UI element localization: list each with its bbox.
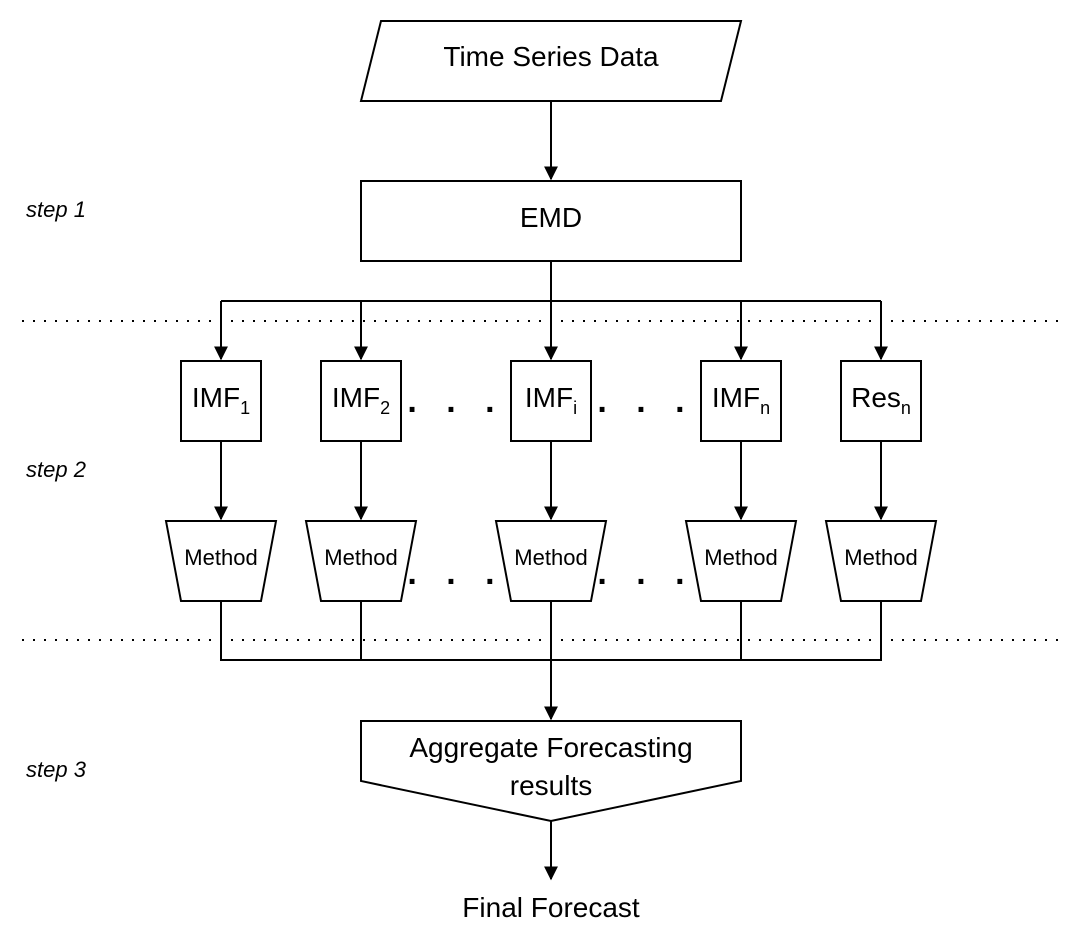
component-box — [510, 360, 592, 442]
component-node-imf-n: IMFn — [700, 360, 782, 442]
aggregate-label-line-1: Aggregate Forecasting — [409, 732, 692, 763]
component-node-imf-2: IMF2 — [320, 360, 402, 442]
step-3-label: step 3 — [26, 757, 87, 782]
method-label: Method — [704, 545, 777, 570]
method-trapezoid — [824, 520, 938, 602]
method-node-n: Method — [684, 520, 798, 602]
method-trapezoid — [164, 520, 278, 602]
ellipsis-components-right: . . . — [597, 382, 694, 420]
component-box — [320, 360, 402, 442]
component-label: Resn — [851, 382, 911, 418]
method-trapezoid — [304, 520, 418, 602]
method-label: Method — [514, 545, 587, 570]
component-box — [180, 360, 262, 442]
method-node-res: Method — [824, 520, 938, 602]
component-box — [700, 360, 782, 442]
step-1-label: step 1 — [26, 197, 86, 222]
method-trapezoid — [494, 520, 608, 602]
step-2-label: step 2 — [26, 457, 86, 482]
ellipsis-components-left: . . . — [407, 382, 504, 420]
component-box — [840, 360, 922, 442]
component-label: IMF1 — [192, 382, 250, 418]
emd-node: EMD — [360, 180, 742, 262]
aggregate-shape — [360, 720, 742, 823]
method-node-2: Method — [304, 520, 418, 602]
method-node-i: Method — [494, 520, 608, 602]
ellipsis-methods-left: . . . — [407, 554, 504, 592]
component-label: IMFi — [525, 382, 577, 418]
component-label: IMF2 — [332, 382, 390, 418]
aggregate-label-line-2: results — [510, 770, 592, 801]
emd-label: EMD — [520, 202, 582, 233]
component-node-imf-1: IMF1 — [180, 360, 262, 442]
aggregate-node: Aggregate Forecasting results — [360, 720, 742, 823]
input-label: Time Series Data — [443, 41, 659, 72]
ellipsis-methods-right: . . . — [597, 554, 694, 592]
method-label: Method — [844, 545, 917, 570]
component-node-imf-i: IMFi — [510, 360, 592, 442]
method-label: Method — [184, 545, 257, 570]
input-node: Time Series Data — [359, 20, 743, 102]
method-node-1: Method — [164, 520, 278, 602]
component-label: IMFn — [712, 382, 770, 418]
method-trapezoid — [684, 520, 798, 602]
emd-box — [360, 180, 742, 262]
final-forecast-label: Final Forecast — [462, 892, 640, 923]
component-node-res-n: Resn — [840, 360, 922, 442]
input-parallelogram — [359, 20, 743, 102]
method-label: Method — [324, 545, 397, 570]
